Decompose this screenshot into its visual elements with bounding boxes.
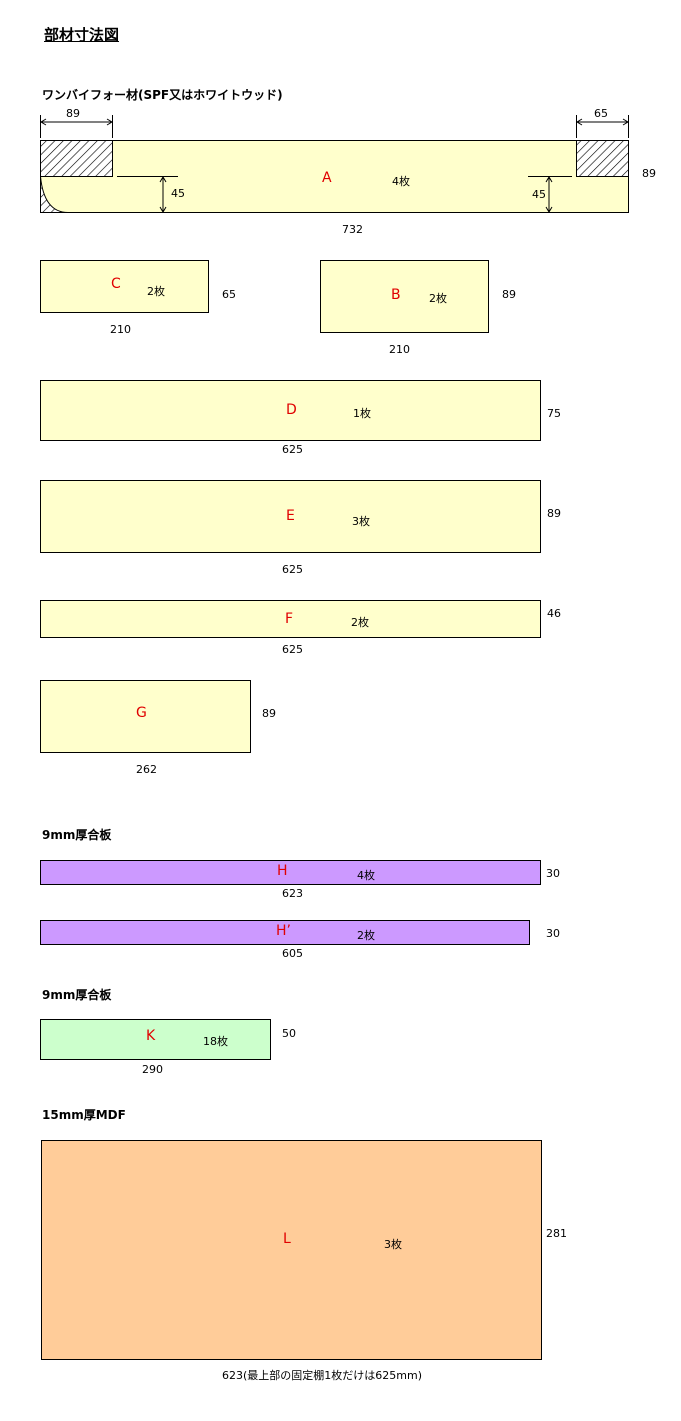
part-f	[40, 600, 541, 638]
section-mdf-heading: 15mm厚MDF	[42, 1108, 126, 1122]
part-k-count: 18枚	[203, 1035, 228, 1048]
part-l-letter: L	[283, 1231, 291, 1247]
part-k-length-dim: 290	[142, 1063, 163, 1076]
part-a-width-dim: 89	[642, 167, 656, 180]
part-b-letter: B	[391, 287, 401, 303]
part-d-width-dim: 75	[547, 407, 561, 420]
part-a-length-dim: 732	[342, 223, 363, 236]
part-b-count: 2枚	[429, 292, 447, 305]
part-e	[40, 480, 541, 553]
part-k	[40, 1019, 271, 1060]
part-h-prime-letter: H’	[276, 923, 291, 939]
part-k-width-dim: 50	[282, 1027, 296, 1040]
part-h-width-dim: 30	[546, 867, 560, 880]
part-l-width-dim: 281	[546, 1227, 567, 1240]
part-b-length-dim: 210	[389, 343, 410, 356]
section-plywood-h-heading: 9mm厚合板	[42, 828, 112, 842]
part-a-right-depth-dim: 45	[532, 188, 546, 201]
part-d-length-dim: 625	[282, 443, 303, 456]
part-d-count: 1枚	[353, 407, 371, 420]
part-f-letter: F	[285, 611, 294, 627]
part-f-count: 2枚	[351, 616, 369, 629]
part-h-prime	[40, 920, 530, 945]
part-h	[40, 860, 541, 885]
part-k-letter: K	[146, 1028, 156, 1044]
part-c-width-dim: 65	[222, 288, 236, 301]
part-h-length-dim: 623	[282, 887, 303, 900]
section-plywood-k-heading: 9mm厚合板	[42, 988, 112, 1002]
part-d-letter: D	[286, 402, 297, 418]
part-e-length-dim: 625	[282, 563, 303, 576]
page-title: 部材寸法図	[44, 26, 120, 44]
part-g-width-dim: 89	[262, 707, 276, 720]
part-h-prime-width-dim: 30	[546, 927, 560, 940]
part-h-count: 4枚	[357, 869, 375, 882]
part-b-width-dim: 89	[502, 288, 516, 301]
part-c	[40, 260, 209, 313]
part-e-letter: E	[286, 508, 295, 524]
section-lumber-heading: ワンバイフォー材(SPF又はホワイトウッド)	[42, 88, 283, 102]
part-c-length-dim: 210	[110, 323, 131, 336]
part-h-prime-count: 2枚	[357, 929, 375, 942]
part-g	[40, 680, 251, 753]
part-a-right-notch-dim: 65	[594, 107, 608, 120]
part-f-width-dim: 46	[547, 607, 561, 620]
part-e-width-dim: 89	[547, 507, 561, 520]
part-a-corner-round	[40, 176, 69, 213]
part-l-count: 3枚	[384, 1238, 402, 1251]
part-d	[40, 380, 541, 441]
part-h-prime-length-dim: 605	[282, 947, 303, 960]
part-g-length-dim: 262	[136, 763, 157, 776]
part-b	[320, 260, 489, 333]
part-h-letter: H	[277, 863, 288, 879]
part-f-length-dim: 625	[282, 643, 303, 656]
part-c-count: 2枚	[147, 285, 165, 298]
part-a-letter: A	[322, 170, 332, 186]
part-a-left-depth-dim: 45	[171, 187, 185, 200]
part-a-left-notch	[40, 140, 113, 177]
part-c-letter: C	[111, 276, 121, 292]
part-g-letter: G	[136, 705, 147, 721]
part-l-length-dim: 623(最上部の固定棚1枚だけは625mm)	[222, 1369, 423, 1382]
part-a-right-notch	[576, 140, 629, 177]
part-a-count: 4枚	[392, 175, 410, 188]
part-a-left-notch-dim: 89	[66, 107, 80, 120]
part-e-count: 3枚	[352, 515, 370, 528]
part-l	[41, 1140, 542, 1360]
